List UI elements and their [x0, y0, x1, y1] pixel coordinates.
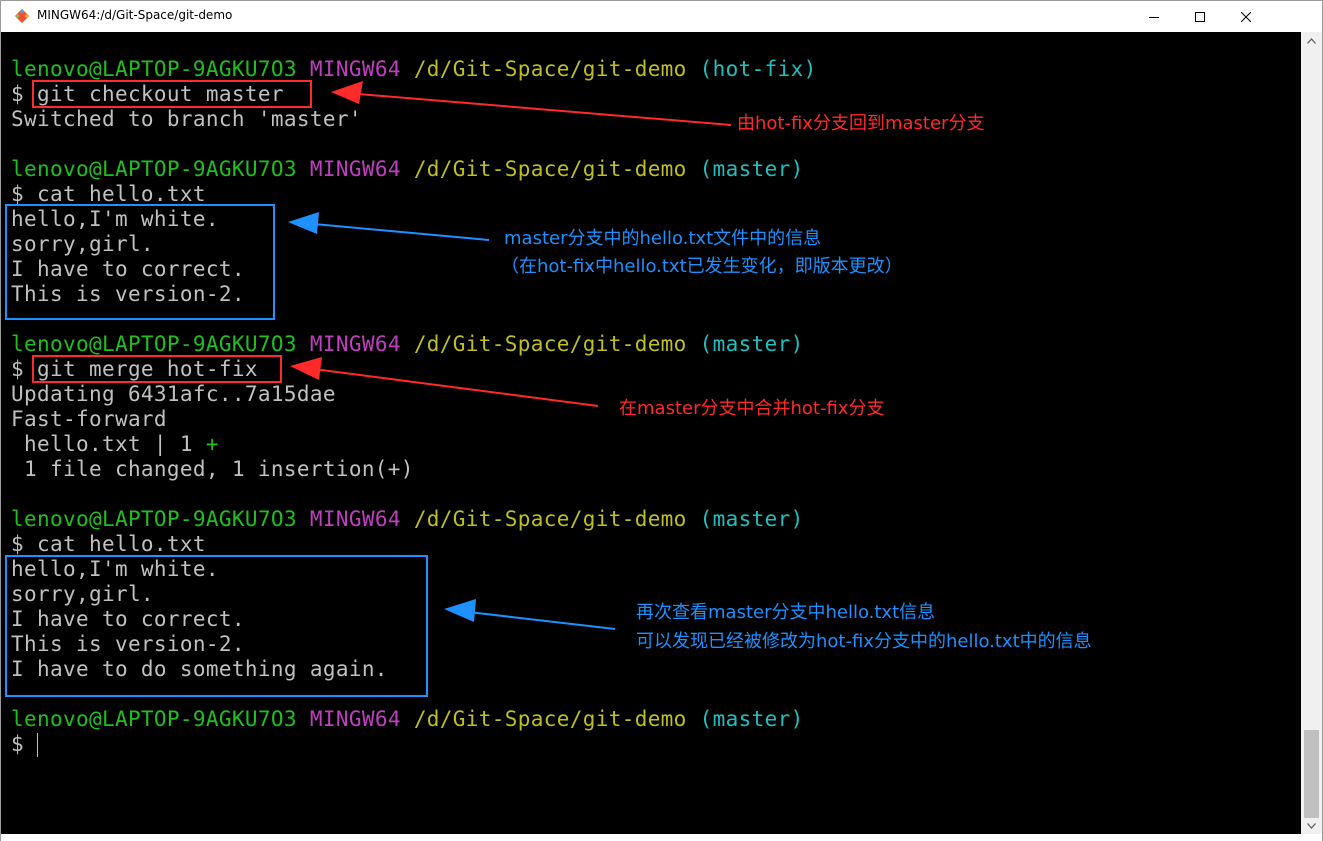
prompt-line: lenovo@LAPTOP-9AGKU7O3 MINGW64 /d/Git-Sp…: [11, 157, 804, 182]
prompt-path: /d/Git-Space/git-demo: [413, 707, 687, 731]
prompt-user-host: lenovo@LAPTOP-9AGKU7O3: [11, 707, 297, 731]
prompt-shell: MINGW64: [309, 507, 401, 531]
window-bottom-border: [1, 834, 1322, 841]
prompt-path: /d/Git-Space/git-demo: [413, 57, 687, 81]
annotation-file-before-line1: master分支中的hello.txt文件中的信息: [504, 228, 822, 249]
prompt-branch: (master): [699, 157, 804, 181]
prompt-user-host: lenovo@LAPTOP-9AGKU7O3: [11, 57, 297, 81]
highlight-box-file-before: [5, 204, 275, 320]
diffstat-plus: +: [205, 432, 219, 456]
chevron-down-icon: [1307, 822, 1316, 829]
scroll-down-button[interactable]: [1301, 817, 1322, 834]
prompt-shell: MINGW64: [309, 57, 401, 81]
git-bash-icon: [14, 8, 30, 24]
title-bar[interactable]: MINGW64:/d/Git-Space/git-demo: [1, 1, 1322, 32]
arrow-red-1: [331, 81, 732, 126]
output-line: I have to correct.: [11, 257, 245, 281]
annotation-checkout: 由hot-fix分支回到master分支: [737, 113, 985, 134]
minimize-icon: [1149, 16, 1159, 18]
close-button[interactable]: [1223, 1, 1269, 32]
prompt-line: lenovo@LAPTOP-9AGKU7O3 MINGW64 /d/Git-Sp…: [11, 707, 804, 732]
prompt-path: /d/Git-Space/git-demo: [413, 507, 687, 531]
output-line: This is version-2.: [11, 632, 245, 656]
close-icon: [1241, 11, 1251, 22]
annotation-arrows: [288, 81, 732, 630]
prompt-line: lenovo@LAPTOP-9AGKU7O3 MINGW64 /d/Git-Sp…: [11, 332, 804, 357]
output-line: Updating 6431afc..7a15dae: [11, 382, 336, 406]
arrow-blue-1: [288, 212, 490, 241]
highlight-box-file-after: [5, 555, 428, 697]
command-line: $ git checkout master: [11, 82, 284, 106]
chevron-up-icon: [1307, 37, 1316, 44]
output-line: hello,I'm white.: [11, 207, 219, 231]
prompt-shell: MINGW64: [309, 157, 401, 181]
maximize-icon: [1195, 11, 1205, 22]
output-line: hello,I'm white.: [11, 557, 219, 581]
output-line: sorry,girl.: [11, 232, 154, 256]
prompt-shell: MINGW64: [309, 332, 401, 356]
command-prompt[interactable]: $: [11, 732, 37, 756]
prompt-user-host: lenovo@LAPTOP-9AGKU7O3: [11, 507, 297, 531]
prompt-line: lenovo@LAPTOP-9AGKU7O3 MINGW64 /d/Git-Sp…: [11, 57, 817, 82]
arrow-red-2: [290, 357, 599, 407]
output-line: Fast-forward: [11, 407, 167, 431]
output-line: I have to correct.: [11, 607, 245, 631]
diffstat-text: hello.txt | 1: [11, 432, 206, 456]
minimize-button[interactable]: [1131, 1, 1177, 32]
text-cursor: [37, 733, 38, 757]
annotation-file-after-line1: 再次查看master分支中hello.txt信息: [636, 602, 936, 623]
output-line: 1 file changed, 1 insertion(+): [11, 457, 414, 481]
annotation-file-after-line2: 可以发现已经被修改为hot-fix分支中的hello.txt中的信息: [636, 631, 1092, 652]
prompt-line: lenovo@LAPTOP-9AGKU7O3 MINGW64 /d/Git-Sp…: [11, 507, 804, 532]
annotation-file-before-line2: （在hot-fix中hello.txt已发生变化，即版本更改）: [501, 256, 903, 277]
scroll-up-button[interactable]: [1301, 32, 1322, 49]
annotation-merge: 在master分支中合并hot-fix分支: [619, 398, 885, 419]
prompt-path: /d/Git-Space/git-demo: [413, 157, 687, 181]
prompt-branch: (master): [699, 332, 804, 356]
prompt-path: /d/Git-Space/git-demo: [413, 332, 687, 356]
output-line: sorry,girl.: [11, 582, 154, 606]
window-title: MINGW64:/d/Git-Space/git-demo: [37, 8, 233, 22]
scrollbar-thumb[interactable]: [1304, 730, 1319, 818]
prompt-user-host: lenovo@LAPTOP-9AGKU7O3: [11, 332, 297, 356]
prompt-branch: (master): [699, 507, 804, 531]
output-line: hello.txt | 1 +: [11, 432, 219, 457]
vertical-scrollbar[interactable]: [1301, 32, 1322, 834]
prompt-branch: (hot-fix): [699, 57, 817, 81]
prompt-branch: (master): [699, 707, 804, 731]
command-line: $ cat hello.txt: [11, 532, 206, 556]
highlight-box-merge: [32, 355, 282, 383]
terminal-output[interactable]: lenovo@LAPTOP-9AGKU7O3 MINGW64 /d/Git-Sp…: [1, 32, 1301, 834]
command-line: $ cat hello.txt: [11, 182, 206, 206]
command-line: $ git merge hot-fix: [11, 357, 258, 381]
prompt-shell: MINGW64: [309, 707, 401, 731]
output-line: This is version-2.: [11, 282, 245, 306]
output-line: I have to do something again.: [11, 657, 388, 681]
prompt-user-host: lenovo@LAPTOP-9AGKU7O3: [11, 157, 297, 181]
maximize-button[interactable]: [1177, 1, 1223, 32]
arrow-blue-2: [444, 599, 616, 630]
output-line: Switched to branch 'master': [11, 107, 362, 131]
highlight-box-checkout: [32, 80, 312, 108]
